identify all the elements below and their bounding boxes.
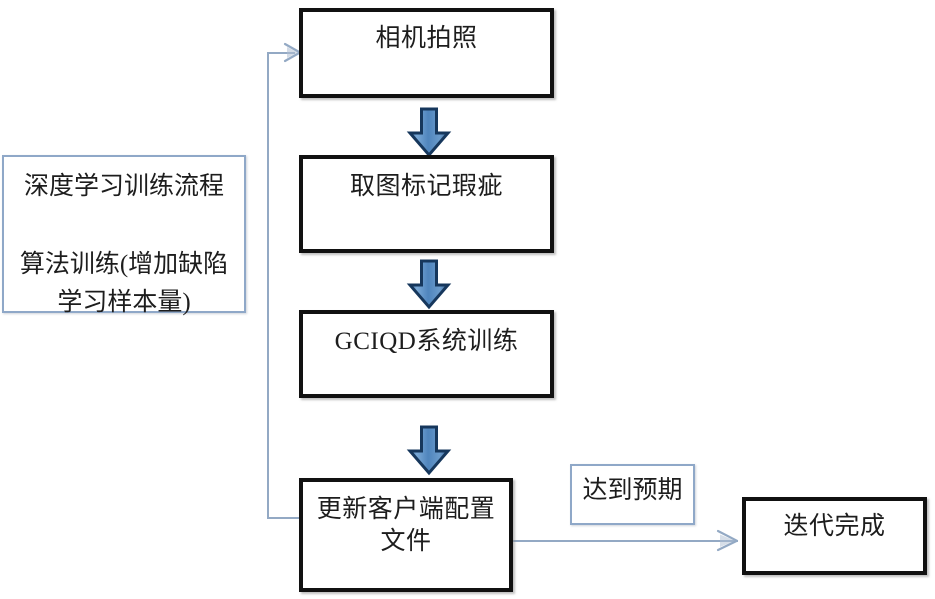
camera-capture-text: 相机拍照	[375, 25, 478, 52]
meets-expectation-box: 达到预期	[570, 464, 695, 525]
meets-expectation-text: 达到预期	[582, 477, 683, 504]
training-process-note-text: 深度学习训练流程 算法训练(增加缺陷 学习样本量)	[19, 173, 229, 317]
feedback-loop-bottom-segment	[267, 517, 302, 519]
iteration-complete-box: 迭代完成	[742, 497, 927, 575]
arrow-down-step1-step2-icon	[406, 107, 452, 158]
mark-defects-text: 取图标记瑕疵	[349, 173, 503, 200]
update-client-config-text: 更新客户端配置 文件	[316, 496, 496, 555]
camera-capture-box: 相机拍照	[299, 8, 554, 98]
arrow-down-step2-step3-icon	[406, 259, 452, 310]
gciqd-system-training-text: GCIQD系统训练	[334, 328, 519, 355]
iteration-complete-text: 迭代完成	[783, 513, 886, 540]
mark-defects-box: 取图标记瑕疵	[299, 155, 554, 253]
arrow-down-step3-step4-icon	[406, 425, 452, 476]
training-process-note-box: 深度学习训练流程 算法训练(增加缺陷 学习样本量)	[2, 155, 246, 316]
gciqd-system-training-box: GCIQD系统训练	[299, 310, 554, 398]
edge-step4-end-arrowhead-icon	[716, 529, 739, 552]
edge-step4-end-line	[510, 540, 738, 542]
feedback-loop-top-segment	[267, 52, 295, 54]
update-client-config-box: 更新客户端配置 文件	[299, 478, 513, 592]
feedback-loop-vertical-segment	[267, 52, 269, 519]
